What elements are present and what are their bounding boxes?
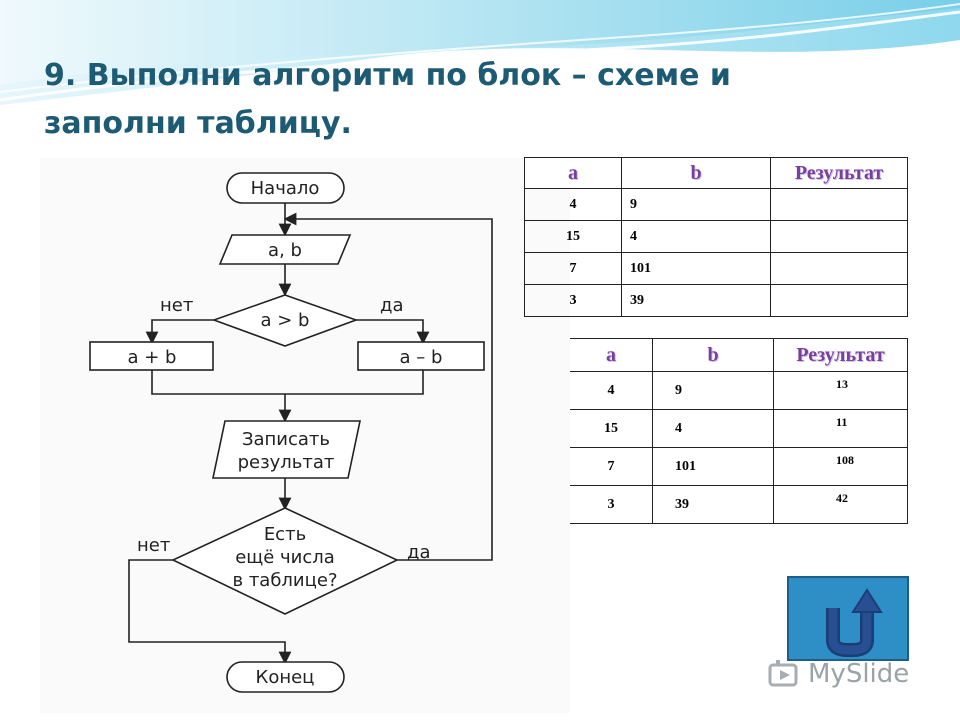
loop-no-label: нет [137, 535, 170, 556]
loop-label-1: Есть [264, 524, 306, 545]
loop-label-2: ещё числа [235, 547, 335, 568]
task-header-b: b [621, 157, 771, 189]
answer-cell-b: 39 [652, 485, 774, 524]
table-row: 4 9 13 [570, 371, 908, 410]
answer-table-header-row: a b Результат [570, 338, 908, 372]
answer-cell-b: 4 [652, 409, 774, 448]
answer-table: a b Результат 4 9 13 15 4 11 7 101 108 3… [570, 338, 908, 524]
return-button[interactable] [787, 576, 909, 661]
u-turn-arrow-icon [826, 588, 883, 657]
answer-cell-b: 9 [652, 371, 774, 410]
branch-yes-box [357, 341, 485, 371]
branch-no-label: a + b [128, 347, 177, 368]
output-parallelogram [212, 420, 361, 479]
slide-title: 9. Выполни алгоритм по блок – схеме и за… [44, 52, 904, 148]
condition-diamond [211, 294, 359, 347]
answer-header-result: Результат [773, 338, 908, 372]
task-cell-a: 15 [524, 220, 622, 253]
task-cell-result[interactable] [770, 188, 908, 221]
table-row: 3 39 42 [570, 485, 908, 524]
table-row: 15 4 [524, 220, 908, 253]
answer-cell-result: 11 [773, 409, 908, 448]
task-header-result: Результат [770, 157, 908, 189]
end-label: Конец [256, 667, 315, 688]
task-cell-result[interactable] [770, 220, 908, 253]
task-table-header-row: a b Результат [524, 157, 908, 189]
slide-title-line-2: заполни таблицу. [44, 106, 352, 141]
start-label: Начало [251, 178, 320, 199]
loop-diamond [171, 507, 399, 615]
answer-header-b: b [652, 338, 774, 372]
table-row: 3 39 [524, 284, 908, 317]
answer-cell-a: 7 [570, 447, 653, 486]
condition-label: a > b [261, 310, 310, 331]
answer-cell-b: 101 [652, 447, 774, 486]
table-row: 15 4 11 [570, 409, 908, 448]
task-cell-b: 39 [621, 284, 771, 317]
task-cell-result[interactable] [770, 284, 908, 317]
task-header-a: a [524, 157, 622, 189]
answer-cell-a: 4 [570, 371, 653, 410]
task-cell-b: 101 [621, 252, 771, 285]
table-row: 7 101 108 [570, 447, 908, 486]
input-parallelogram [218, 234, 352, 265]
task-cell-a: 3 [524, 284, 622, 317]
background-waves [0, 0, 960, 105]
flowchart-diagram: Начало a, b a > b нет да a + b a – b Зап… [89, 172, 493, 693]
table-row: 4 9 [524, 188, 908, 221]
answer-cell-a: 3 [570, 485, 653, 524]
output-label-1: Записать [242, 429, 330, 450]
table-row: 7 101 [524, 252, 908, 285]
input-label: a, b [268, 240, 302, 261]
task-cell-b: 4 [621, 220, 771, 253]
answer-cell-result: 13 [773, 371, 908, 410]
answer-cell-a: 15 [570, 409, 653, 448]
task-cell-a: 7 [524, 252, 622, 285]
condition-no-label: нет [160, 295, 193, 316]
answer-header-a: a [570, 338, 653, 372]
answer-cell-result: 108 [773, 447, 908, 486]
end-terminator [226, 661, 345, 693]
branch-yes-label: a – b [400, 347, 443, 368]
logo-text: MySlide [808, 659, 910, 689]
task-cell-b: 9 [621, 188, 771, 221]
loop-label-3: в таблице? [232, 570, 337, 591]
logo-mark-icon [768, 660, 798, 687]
answer-cell-result: 42 [773, 485, 908, 524]
output-label-2: результат [238, 452, 335, 473]
myslide-logo: MySlide [768, 657, 928, 691]
loop-yes-label: да [407, 542, 430, 563]
task-cell-a: 4 [524, 188, 622, 221]
task-cell-result[interactable] [770, 252, 908, 285]
flowchart-panel: Начало a, b a > b нет да a + b a – b Зап… [40, 158, 570, 713]
slide-title-line-1: 9. Выполни алгоритм по блок – схеме и [44, 58, 731, 93]
task-table: a b Результат 4 9 15 4 7 101 3 39 [524, 157, 908, 317]
condition-yes-label: да [380, 295, 403, 316]
